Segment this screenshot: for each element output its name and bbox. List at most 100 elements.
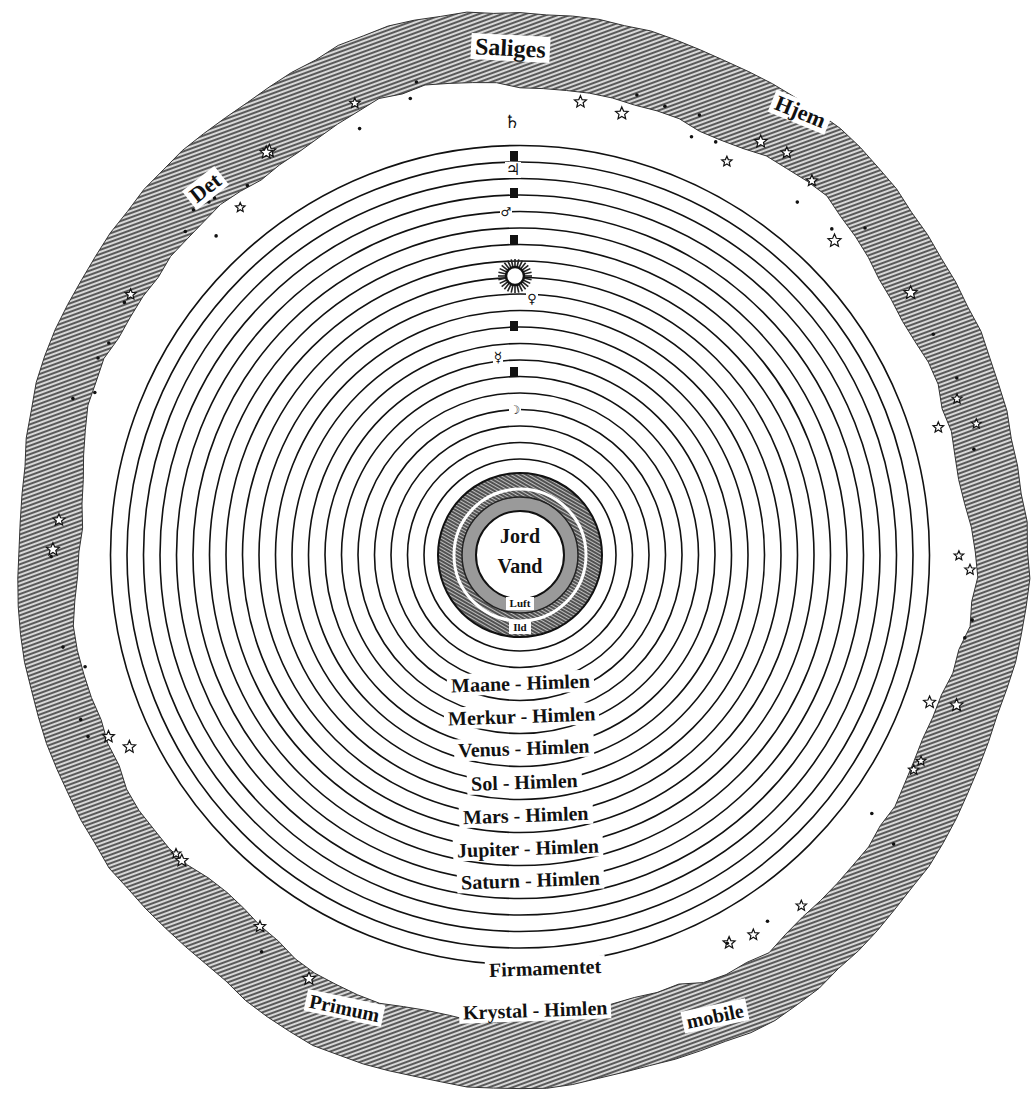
star-dot [830,227,834,231]
star-dot [214,234,218,238]
star-dot [663,105,667,109]
element-label: Jord [496,525,544,547]
sphere-ring [259,294,781,816]
sphere-label: Jupiter - Himlen [453,834,604,861]
star [350,98,360,108]
star-dot [796,200,800,204]
sphere-label: Maane - Himlen [446,669,594,696]
celestial-spheres [111,146,930,965]
star-dot [690,135,694,139]
region-title: Saliges [470,33,550,63]
star-dot [698,113,702,117]
star-dot [86,735,90,739]
sphere-ring [325,360,715,750]
star-dot [892,842,896,846]
star [916,756,926,765]
element-label: Ild [509,621,530,634]
planet-symbol: ♃ [505,162,521,178]
star [950,699,963,711]
star-dot [93,391,97,395]
star-dot [726,942,730,946]
planet-symbol: ♄ [503,113,521,131]
star [254,921,265,932]
star [125,289,136,299]
star [123,740,135,752]
sphere-ring [292,327,748,783]
star-dot [766,919,770,923]
star-dot [358,127,362,131]
star [909,765,919,775]
planet-symbol: ♀ [526,292,538,305]
star [748,929,759,939]
star [236,203,246,212]
star [952,394,962,403]
star-dot [246,184,250,188]
star-dot [972,448,976,452]
star [933,422,944,432]
star [781,147,792,158]
star-dot [870,812,874,816]
star-dot [107,341,111,345]
star-dot [714,140,718,144]
star-dot [635,93,639,97]
star-dot [79,718,83,722]
sphere-label: Saturn - Himlen [456,866,604,893]
star-field [47,80,982,984]
sphere-ring [309,344,732,767]
star-dot [61,645,65,649]
sphere-label: Mars - Himlen [459,802,593,829]
star [904,286,917,299]
sphere-ring [391,426,649,684]
sphere-ring [111,146,930,965]
earth-globe [438,473,602,637]
star [965,564,975,574]
star-dot [96,356,100,360]
star [47,543,60,555]
planet-symbol: ♂ [500,206,513,218]
star [924,696,936,707]
element-label: Vand [494,555,547,577]
star [796,900,806,910]
sphere-ring [144,179,897,932]
star-dot [963,636,967,640]
star-dot [415,80,419,84]
star [103,731,115,742]
star [575,96,587,107]
sun-disc [506,267,524,285]
star-dot [955,376,959,380]
star [971,419,981,428]
sphere-ring [193,228,847,882]
sphere-label: Sol - Himlen [466,769,581,795]
sphere-ring [127,162,913,948]
cloud-border [18,12,1030,1089]
star-dot [49,555,53,559]
star [260,146,273,158]
star [828,234,841,246]
sphere-label: Firmamentet [485,955,606,981]
element-label: Luft [506,597,535,610]
sphere-ring [177,212,864,899]
sphere-ring [160,195,880,915]
star [171,849,181,858]
star-dot [932,332,936,336]
sphere-ring [375,410,666,701]
sphere-ring [243,278,798,833]
sphere-ring [276,311,765,800]
star [176,854,188,866]
star [616,107,629,119]
star [722,156,732,166]
star-dot [260,950,264,954]
star-dot [71,397,75,401]
sphere-ring [408,443,633,668]
planet-symbol: ☿ [493,350,504,364]
sphere-ring [342,377,699,734]
star-dot [184,230,188,234]
planet-markers [510,151,518,377]
planet-symbol: ☽ [509,404,522,416]
star-dot [970,618,974,622]
sphere-ring [424,459,616,651]
star [53,514,65,525]
sphere-label: Venus - Himlen [454,735,594,762]
star [954,551,964,560]
star [303,972,316,984]
